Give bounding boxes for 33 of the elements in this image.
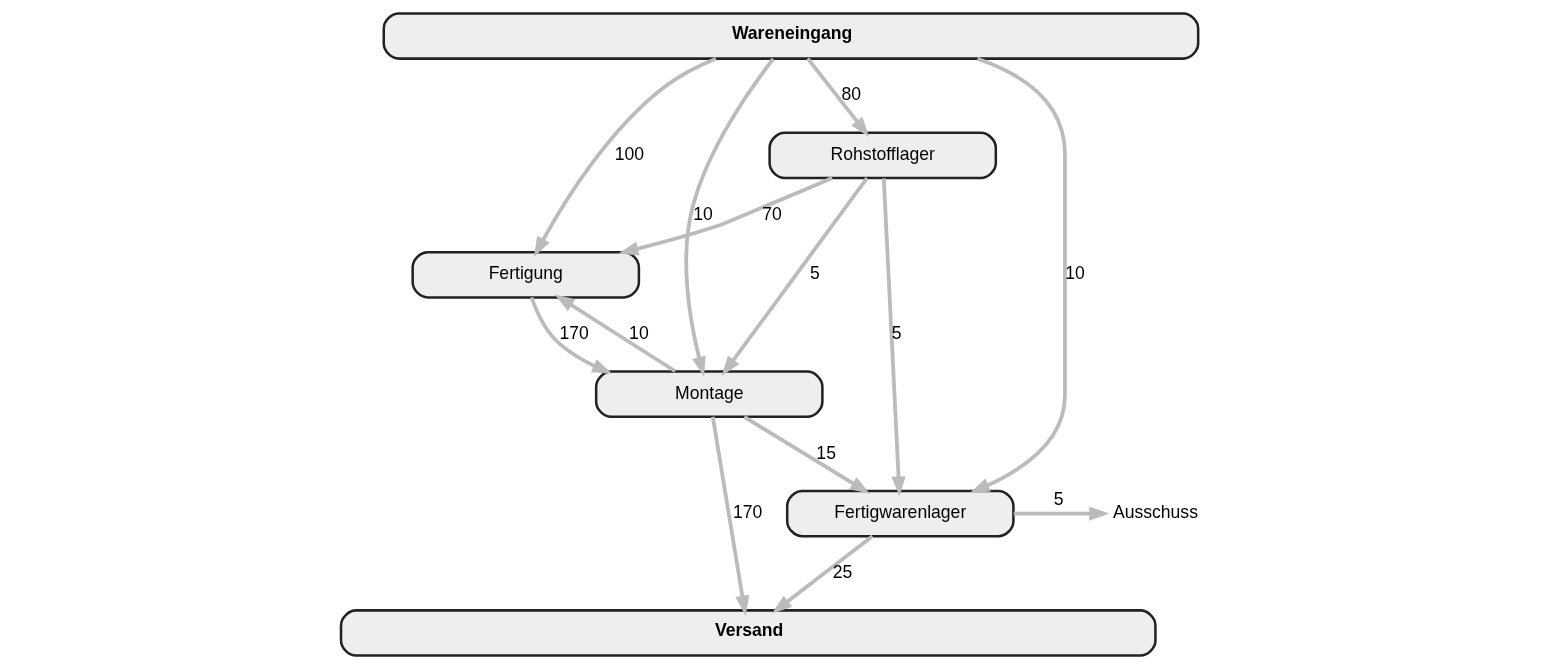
node-box: Fertigwarenlager (785, 489, 1015, 538)
node-box: Montage (594, 370, 824, 419)
edge-label: 5 (891, 323, 901, 344)
edge-label: 5 (809, 263, 820, 284)
node-box: Fertigung (410, 250, 640, 299)
arrow (969, 56, 1067, 494)
arrow (617, 176, 833, 256)
arrow (771, 534, 874, 614)
node-text: Ausschuss (1112, 502, 1198, 523)
arrow (805, 57, 869, 137)
edge-label: 25 (832, 561, 852, 582)
arrow (529, 296, 612, 374)
arrow (1013, 506, 1109, 521)
arrow (554, 294, 676, 373)
edge-label: 15 (815, 442, 836, 463)
edge-label: 170 (732, 502, 762, 523)
node-box: Rohstofflager (767, 131, 997, 180)
edge-label: 80 (841, 84, 861, 105)
edge-label: 70 (761, 203, 782, 224)
edge-label: 170 (558, 323, 589, 344)
arrow (710, 416, 749, 616)
arrow (742, 415, 870, 494)
arrow (533, 56, 717, 257)
arrow (881, 178, 906, 497)
arrow (683, 57, 775, 377)
edge-label: 10 (1064, 263, 1085, 284)
edge-label: 10 (628, 323, 649, 344)
edge-label: 5 (1053, 489, 1064, 510)
node-box: Versand (339, 609, 1157, 657)
edge-label: 10 (692, 203, 713, 224)
arrow (721, 176, 869, 377)
edge-label: 100 (614, 144, 644, 165)
node-box: Wareneingang (382, 12, 1199, 60)
